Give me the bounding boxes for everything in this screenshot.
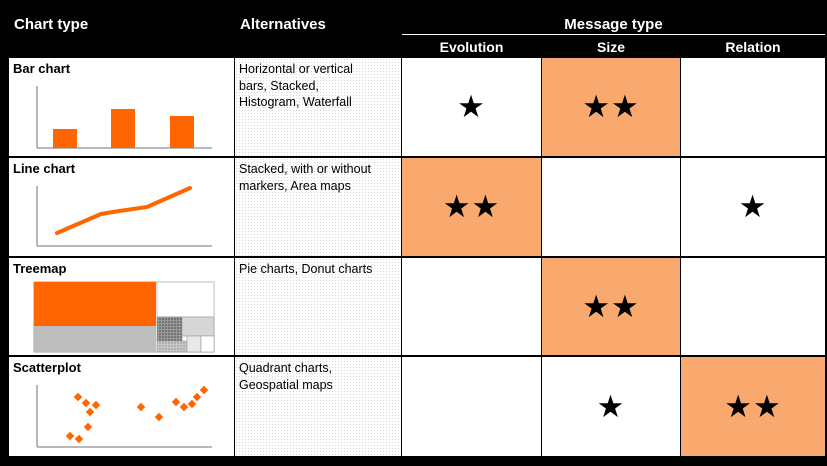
row-line-chart-size [542,158,680,256]
star-icon: ★ [738,188,768,224]
row-treemap-title: Treemap [13,261,67,276]
treemap-thumbnail [33,281,215,353]
header-relation: Relation [725,39,781,55]
star-icon: ★ [457,88,486,124]
alt-line: Horizontal or vertical [239,62,353,76]
row-scatterplot-title: Scatterplot [13,360,81,375]
row-treemap-alternatives: Pie charts, Donut charts [235,258,401,355]
row-bar-chart-title: Bar chart [13,61,71,76]
row-bar-chart-relation [681,58,825,156]
row-treemap-evolution [402,258,541,355]
alt-line: Geospatial maps [239,377,333,392]
alt-line: Stacked, with or without [239,162,372,176]
row-scatterplot-type-cell: Scatterplot [9,357,234,456]
scatterplot-thumbnail [36,385,212,448]
star-icon: ★★ [582,288,640,324]
star-icon: ★ [596,388,626,424]
row-bar-chart-evolution: ★ [402,58,541,156]
star-icon: ★★ [582,88,640,124]
row-line-chart-relation: ★ [681,158,825,256]
star-icon: ★★ [442,188,501,224]
header-alternatives: Alternatives [240,16,326,33]
row-scatterplot-alternatives: Quadrant charts, Geospatial maps [235,357,401,456]
row-line-chart-type-cell: Line chart [9,158,234,256]
header-size: Size [596,39,625,55]
row-bar-chart-size: ★★ [542,58,680,156]
alt-line: Quadrant charts, [239,361,333,375]
row-scatterplot-relation: ★★ [681,357,825,456]
row-bar-chart-alternatives: Horizontal or vertical bars, Stacked, Hi… [235,58,401,156]
header-chart-type: Chart type [14,16,89,33]
alt-line: Histogram, Waterfall [239,95,352,109]
header-message-type: Message type [564,16,663,33]
row-scatterplot-size: ★ [542,357,680,456]
alt-line: Pie charts, Donut charts [239,262,373,276]
row-bar-chart-type-cell: Bar chart [9,58,234,156]
header-divider [402,34,825,35]
row-line-chart-evolution: ★★ [402,158,541,256]
row-treemap-relation [681,258,825,355]
row-treemap-size: ★★ [542,258,680,355]
row-line-chart-title: Line chart [13,161,76,176]
bar-chart-thumbnail [36,86,212,149]
row-scatterplot-evolution [402,357,541,456]
header-evolution: Evolution [439,39,504,55]
alt-line: bars, Stacked, [239,78,319,93]
alt-line: markers, Area maps [239,178,351,193]
star-icon: ★★ [724,388,782,424]
row-line-chart-alternatives: Stacked, with or without markers, Area m… [235,158,401,256]
line-chart-thumbnail [36,186,212,247]
row-treemap-type-cell: Treemap [9,258,234,355]
